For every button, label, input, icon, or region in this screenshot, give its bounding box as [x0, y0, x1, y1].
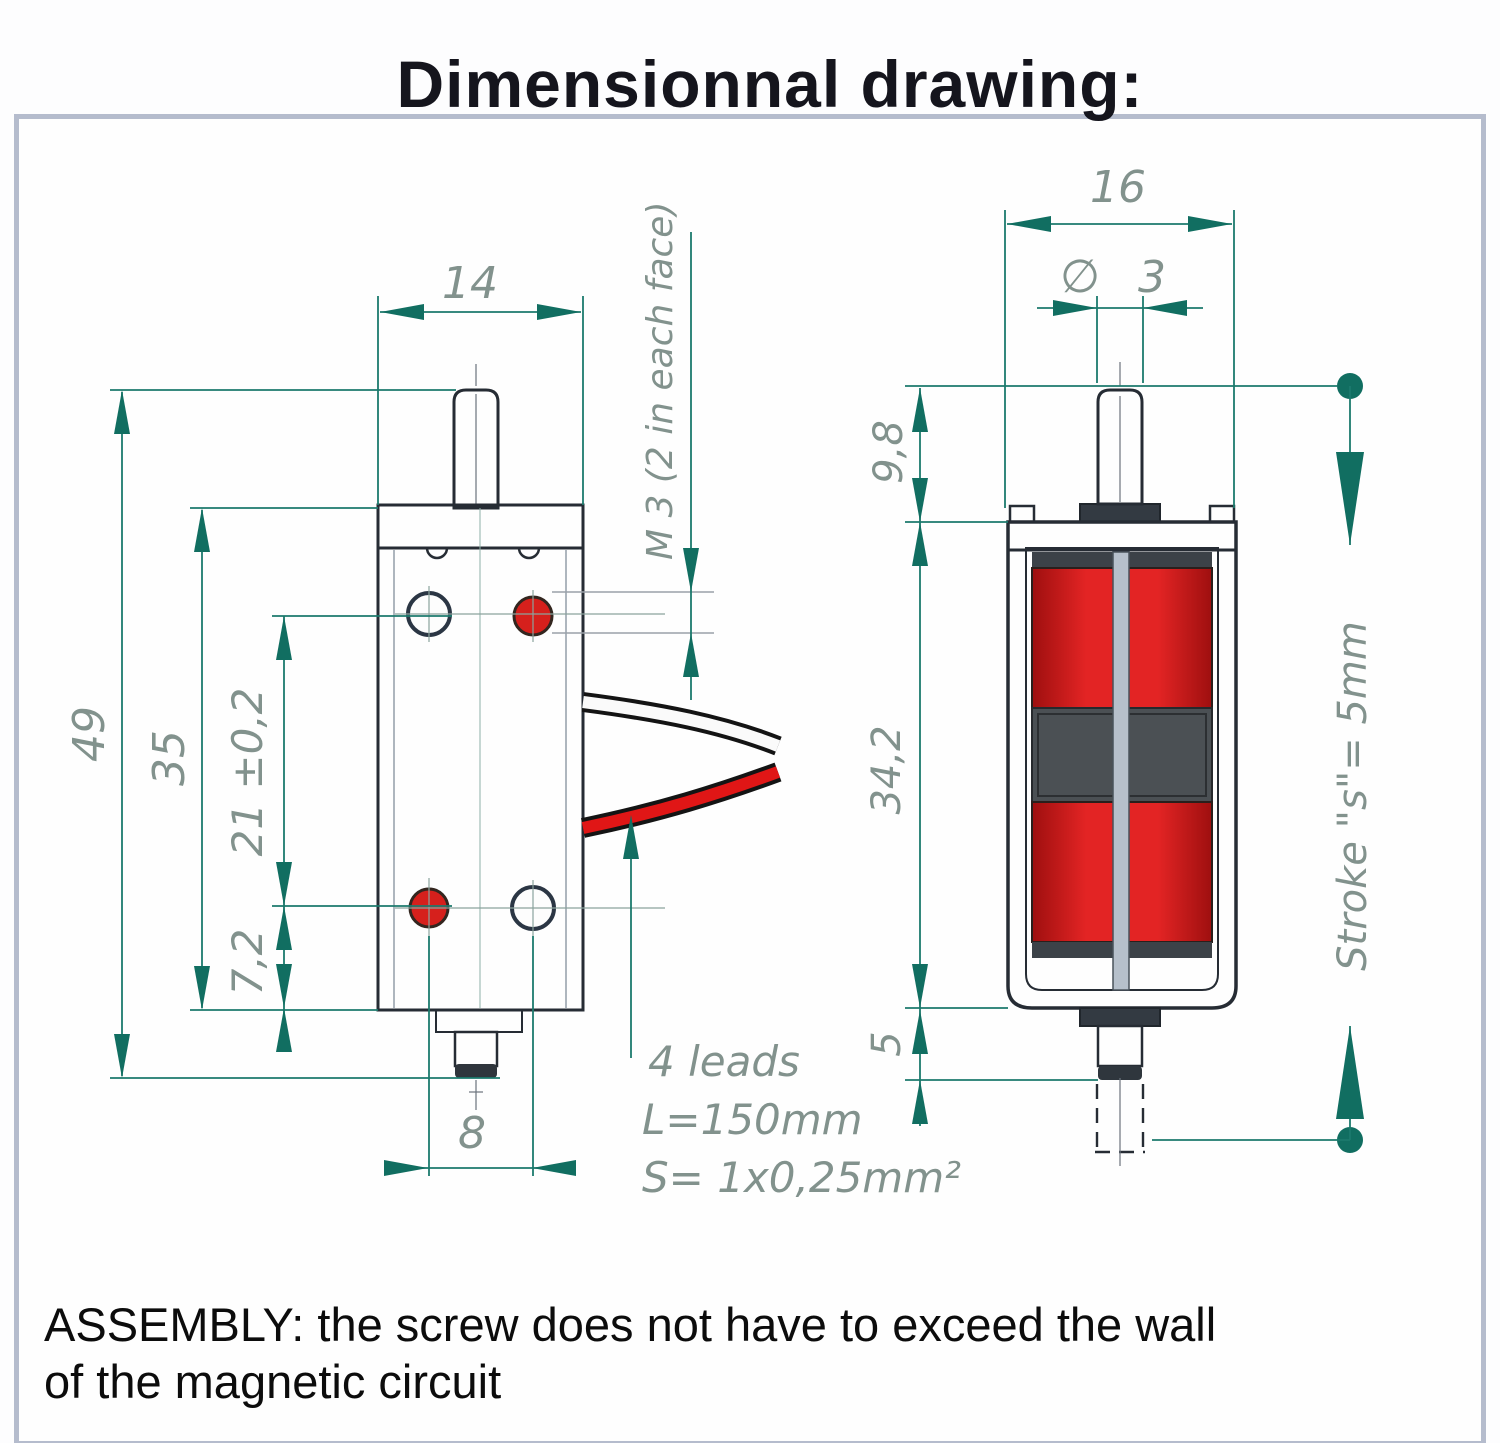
side-frame-tab-left	[1008, 504, 1036, 524]
wire-white	[582, 696, 781, 752]
side-center-rod	[1112, 551, 1130, 991]
front-stud-cap	[455, 1064, 497, 1078]
dim-49-label: 49	[64, 706, 115, 762]
dim-width-14: 14	[377, 258, 584, 505]
dim-8-label: 8	[458, 1108, 486, 1159]
leads-line2: L=150mm	[642, 1095, 863, 1144]
side-top-plate	[1006, 520, 1238, 552]
side-bottom-stud	[1096, 1024, 1144, 1068]
dim-body-35: 35	[144, 507, 378, 1011]
dim-35-label: 35	[144, 730, 195, 786]
side-frame-tab-right	[1208, 504, 1236, 524]
side-magnetic-frame	[1006, 520, 1238, 1010]
front-plate-notch-right	[517, 547, 541, 560]
dim-72-label: 7,2	[223, 929, 272, 996]
leads-line1: 4 leads	[648, 1037, 800, 1086]
dim-chain-right: 9,8 34,2 5	[864, 385, 1337, 1126]
hole-crosshairs	[395, 586, 665, 936]
dim-21-label: 21 ±0,2	[223, 688, 272, 857]
side-top-collar	[1079, 503, 1161, 523]
dim-stroke: Stroke "s"= 5mm	[1152, 373, 1376, 1153]
lead-wires	[580, 692, 782, 838]
wire-red	[581, 766, 781, 834]
assembly-note-line2: of the magnetic circuit	[44, 1355, 502, 1409]
front-plunger-rod	[452, 388, 500, 510]
dim-diameter-3: ∅ 3	[1037, 249, 1203, 383]
dim-width-16: 16	[1004, 162, 1235, 508]
assembly-note: ASSEMBLY: the screw does not have to exc…	[44, 1296, 1384, 1411]
leads-line3: S= 1x0,25mm²	[642, 1153, 961, 1202]
page-title: Dimensionnal drawing:	[396, 47, 1144, 122]
dim-16-label: 16	[1090, 162, 1146, 213]
front-bottom-collar	[435, 1009, 523, 1033]
front-bottom-stud	[453, 1030, 499, 1068]
dim-height-49: 49	[64, 389, 500, 1079]
side-frame-cavity	[1025, 547, 1219, 991]
assembly-note-line1: ASSEMBLY: the screw does not have to exc…	[44, 1298, 1217, 1351]
dim-342-label: 34,2	[864, 725, 910, 814]
side-bottom-collar	[1079, 1007, 1161, 1027]
front-plate-notch-left	[425, 547, 449, 560]
dim-hole-spacing-8: 8	[384, 936, 576, 1176]
dim-98-label: 9,8	[866, 420, 912, 484]
side-stud-cap	[1098, 1066, 1142, 1080]
diameter-symbol: ∅	[1060, 249, 1100, 303]
thread-note-label: M 3 (2 in each face)	[640, 202, 681, 561]
dim-hole-offset-72: 7,2	[223, 906, 292, 1052]
stroke-note-label: Stroke "s"= 5mm	[1330, 621, 1376, 971]
side-plunger-rod	[1096, 388, 1144, 506]
front-view	[376, 364, 782, 1110]
dim-thread-m3: M 3 (2 in each face)	[552, 202, 714, 700]
plunger-extended-phantom	[1095, 1078, 1145, 1166]
diameter-value: 3	[1138, 252, 1166, 303]
leads-callout: 4 leads L=150mm S= 1x0,25mm²	[623, 815, 961, 1202]
side-view	[1006, 362, 1238, 1166]
dim-5-label: 5	[864, 1031, 910, 1056]
dim-14-label: 14	[442, 258, 498, 309]
